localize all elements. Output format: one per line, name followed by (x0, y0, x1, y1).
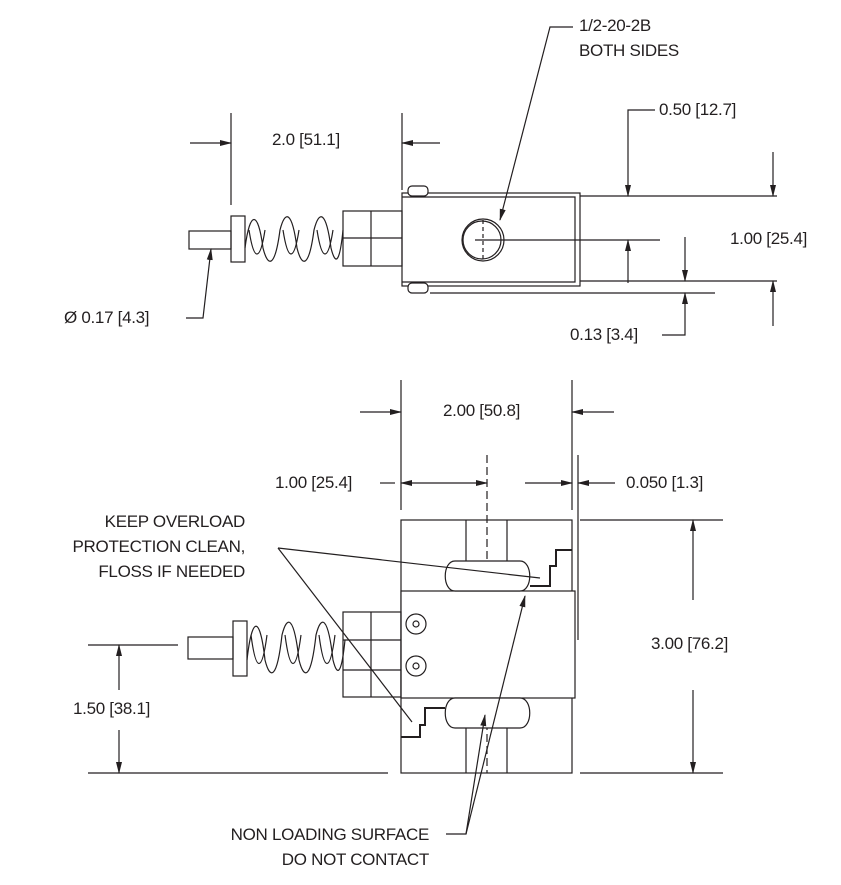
overload-note-line1: KEEP OVERLOAD (104, 512, 246, 531)
cable-length-dimension: 2.0 [51.1] (272, 130, 340, 149)
thread-callout-line1: 1/2-20-2B (579, 16, 651, 35)
height-dimension-top: 1.00 [25.4] (730, 229, 808, 248)
front-view-cable (187, 611, 402, 698)
surface-note-line2: DO NOT CONTACT (281, 850, 430, 869)
width-dimension: 2.00 [50.8] (443, 401, 521, 420)
thread-callout-line2: BOTH SIDES (579, 41, 679, 60)
flange-offset-dimension: 0.13 [3.4] (570, 325, 638, 344)
front-view-dimensions (88, 380, 723, 835)
gap-dimension: 0.050 [1.3] (626, 473, 704, 492)
front-view-body (400, 455, 576, 774)
cable-diameter-dimension: Ø 0.17 [4.3] (64, 308, 150, 327)
height-dimension-front: 3.00 [76.2] (651, 634, 729, 653)
cable-height-dimension: 1.50 [38.1] (73, 699, 151, 718)
surface-note-line1: NON LOADING SURFACE (230, 825, 430, 844)
top-view-body (401, 185, 660, 294)
center-offset-dimension: 0.50 [12.7] (659, 100, 737, 119)
top-view-dimensions (186, 26, 777, 336)
top-view-cable (188, 210, 403, 267)
half-width-dimension: 1.00 [25.4] (275, 473, 353, 492)
overload-note-line2: PROTECTION CLEAN, (72, 537, 246, 556)
overload-note-line3: FLOSS IF NEEDED (98, 562, 245, 581)
